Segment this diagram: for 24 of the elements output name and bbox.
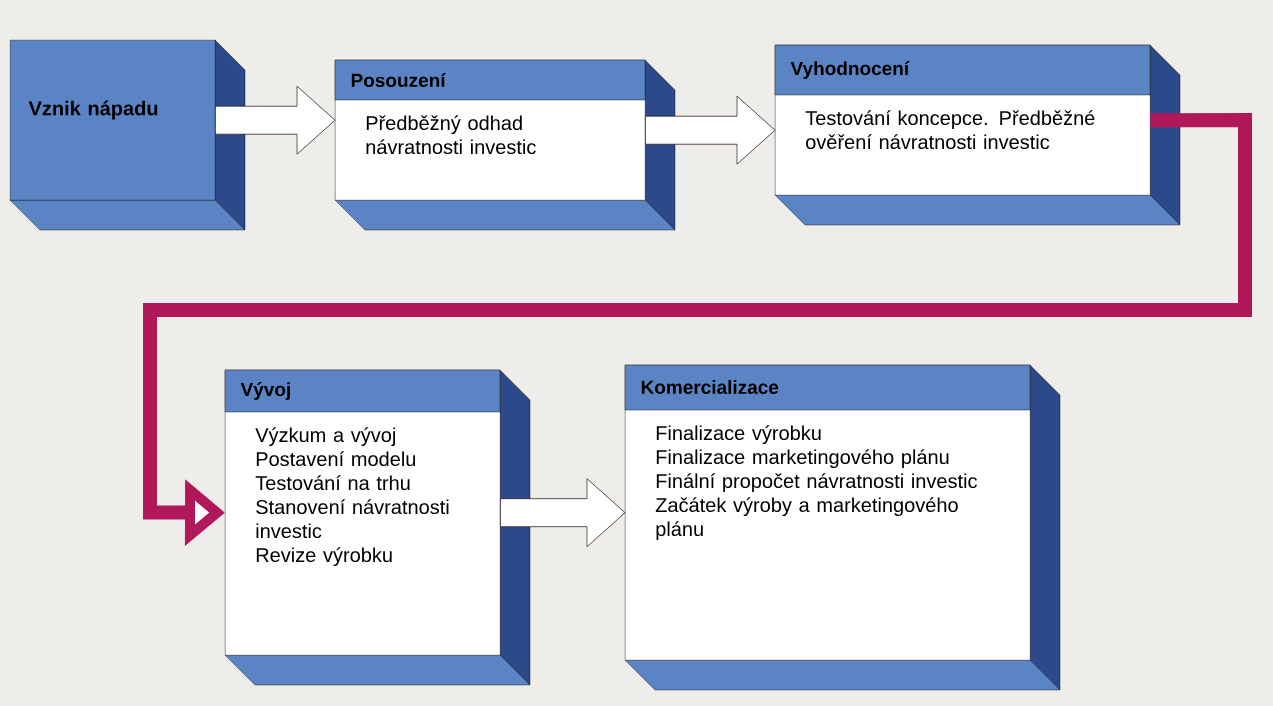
box-text: Začátek výroby a marketingového plánu xyxy=(655,497,958,541)
box-text: Finalizace marketingového plánu xyxy=(656,449,949,469)
box-text: Předběžný odhad návratnosti investic xyxy=(366,115,536,155)
process-box xyxy=(774,44,1181,226)
process-box xyxy=(334,59,676,231)
box-text: Finalizace výrobku xyxy=(656,425,821,445)
box-text: Finální propočet návratnosti investic xyxy=(656,473,977,493)
box-heading: Komercializace xyxy=(641,380,779,394)
box-text: Postavení modelu xyxy=(256,451,416,467)
arrow xyxy=(215,85,336,155)
process-box xyxy=(224,369,531,686)
box-heading: Posouzení xyxy=(351,72,447,88)
box-text: Testování koncepce. Předběžné ověření návratnosti investic xyxy=(805,110,1095,150)
box-heading: Vznik nápadu xyxy=(28,100,158,120)
process-box xyxy=(624,364,1061,691)
process-box xyxy=(9,39,246,231)
box-heading: Vyhodnocení xyxy=(790,61,910,79)
box-text: Stanovení návratnosti investic xyxy=(256,499,449,539)
box-text: Testování na trhu xyxy=(255,475,410,491)
box-heading: Vývoj xyxy=(240,382,290,400)
arrow xyxy=(645,95,776,165)
arrow xyxy=(500,478,626,547)
box-text: Výzkum a vývoj xyxy=(255,427,395,447)
box-text: Revize výrobku xyxy=(256,547,392,567)
